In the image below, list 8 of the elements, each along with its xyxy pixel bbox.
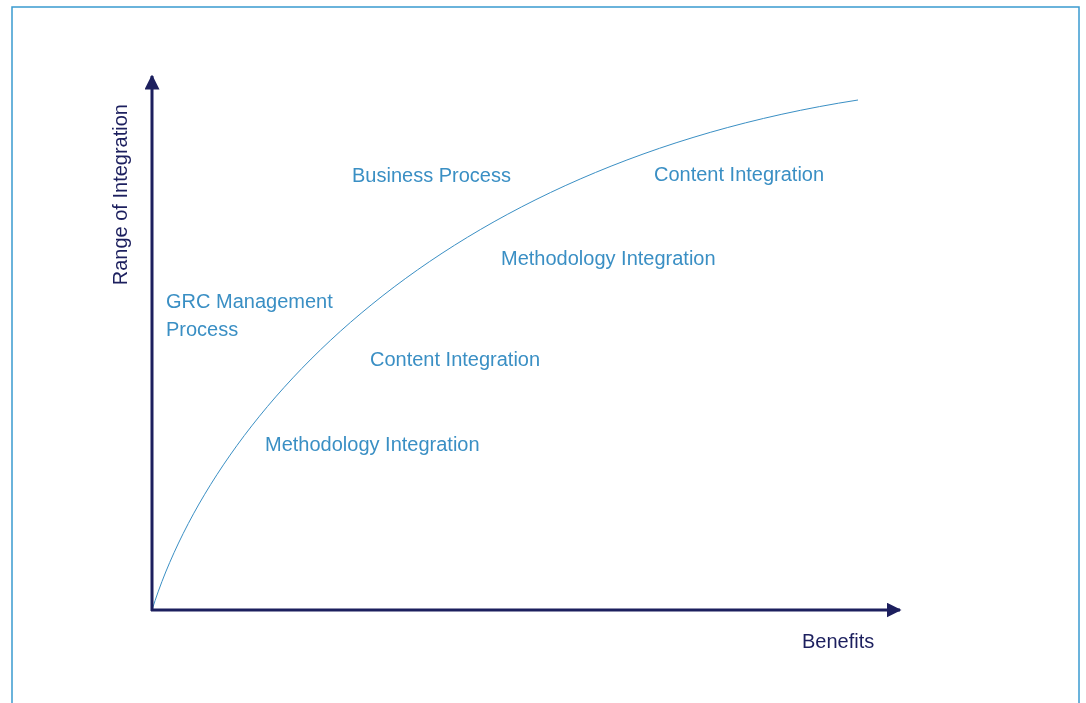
region-label: Methodology Integration xyxy=(501,246,716,271)
region-label: Content Integration xyxy=(654,162,825,187)
region-label: Content Integration xyxy=(370,347,541,372)
region-label: Business Process xyxy=(352,163,511,188)
axis-title: Benefits xyxy=(802,629,875,654)
region-label: GRC Management Process xyxy=(166,289,334,342)
axis-title: Range of Integration xyxy=(108,104,132,286)
region-label: Methodology Integration xyxy=(265,432,480,457)
